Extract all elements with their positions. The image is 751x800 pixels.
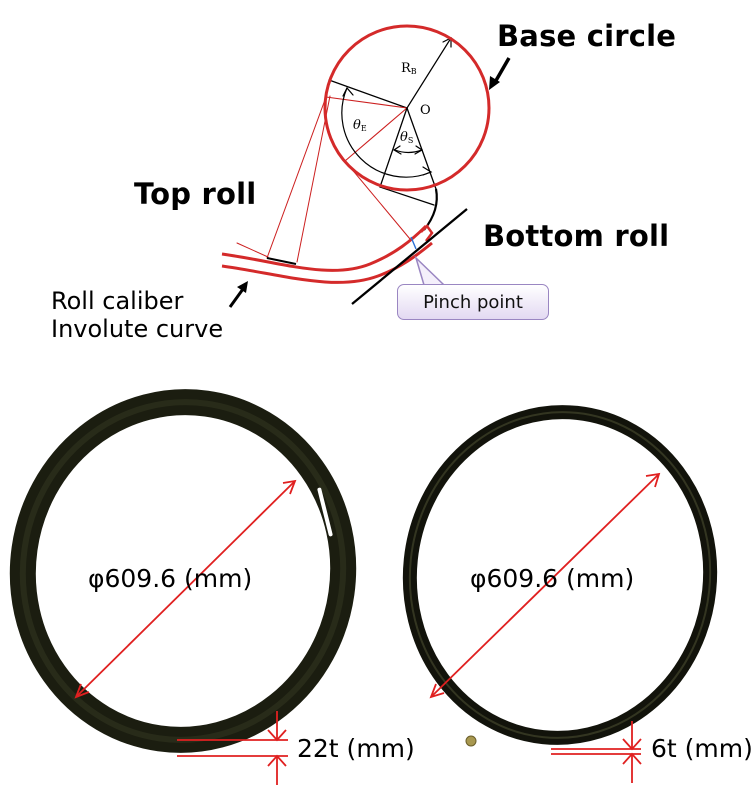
thin-ring-arrowhead-top	[622, 738, 642, 751]
theta-e-arc	[341, 87, 432, 178]
thick-ring-body	[9, 389, 357, 753]
red-radial-1	[325, 96, 408, 109]
thin-ring-photo	[402, 405, 718, 783]
thick-ring-diameter-label: φ609.6 (mm)	[88, 564, 253, 593]
theta-e-symbol: θ	[353, 118, 361, 133]
thick-ring-diameter-line	[75, 480, 296, 698]
theta-s-subscript: S	[407, 136, 414, 145]
thin-ring-knob	[465, 735, 477, 747]
top-roll-label: Top roll	[134, 177, 257, 211]
theta-s-right-line	[406, 107, 437, 190]
bottom-roll-line	[351, 208, 468, 305]
theta-e-subscript: E	[360, 124, 367, 133]
base-circle-arrow-shaft	[492, 57, 511, 85]
pinch-point-normal	[410, 236, 417, 250]
thin-ring-edge	[408, 411, 712, 739]
thin-ring-arrowhead-bottom	[622, 752, 642, 765]
thick-ring-photo	[9, 389, 357, 785]
thin-ring-diameter-label: φ609.6 (mm)	[470, 564, 635, 593]
radius-subscript: B	[410, 67, 417, 76]
thick-ring-edge	[19, 399, 347, 743]
pinch-point-callout: Pinch point	[397, 284, 549, 320]
theta-s-label: θS	[400, 131, 413, 145]
radius-label: RB	[401, 62, 417, 76]
involute-curve-label: Involute curve	[51, 315, 224, 343]
pinch-point-marker	[420, 224, 434, 242]
tangent-line-2	[296, 95, 331, 263]
thin-ring-diameter-line	[430, 473, 660, 698]
thin-ring-thickness-label: 6t (mm)	[651, 734, 751, 763]
radius-line	[406, 37, 452, 109]
base-circle-arrow-head	[489, 76, 500, 90]
roll-caliber-label: Roll caliber	[51, 287, 184, 315]
involute-start-line	[379, 186, 435, 206]
callout-pointer	[414, 255, 446, 286]
base-circle	[323, 24, 491, 192]
tangent-line-1	[266, 96, 327, 259]
thick-ring-arrow-start	[74, 683, 90, 699]
thick-ring-thickness-label: 22t (mm)	[297, 734, 415, 763]
theta-s-symbol: θ	[400, 130, 408, 145]
theta-e-arrow-start	[342, 86, 354, 97]
involute-curve	[423, 188, 438, 231]
origin-label: O	[420, 103, 431, 118]
thick-ring-highlight	[317, 487, 333, 537]
thick-ring-arrow-end	[282, 479, 297, 495]
thin-ring-arrow-start	[429, 683, 445, 699]
base-circle-label: Base circle	[497, 19, 677, 53]
thin-ring-arrow-end	[645, 472, 661, 488]
thick-ring-arrowhead-bottom	[267, 754, 287, 767]
theta-s-arrow-right	[414, 145, 424, 155]
roll-caliber-arrow-head	[237, 281, 248, 293]
pinch-point-label: Pinch point	[423, 291, 523, 313]
caliber-extension	[236, 242, 269, 258]
involute-end-segment	[266, 257, 297, 265]
thick-ring-arrowhead-top	[267, 729, 287, 742]
radius-symbol: R	[401, 61, 411, 76]
roll-caliber-arrow-shaft	[228, 288, 245, 308]
theta-e-label: θE	[353, 119, 367, 133]
construction-lines	[236, 37, 452, 263]
roll-caliber-lower	[221, 241, 433, 284]
theta-e-arrow-end	[422, 166, 433, 176]
roll-caliber-upper	[221, 224, 428, 272]
theta-e-end-line	[328, 79, 408, 109]
involute-diagram	[221, 24, 511, 308]
bottom-roll-label: Bottom roll	[483, 219, 670, 253]
tangent-line-3	[344, 160, 411, 240]
theta-s-arrow-left	[392, 145, 402, 155]
